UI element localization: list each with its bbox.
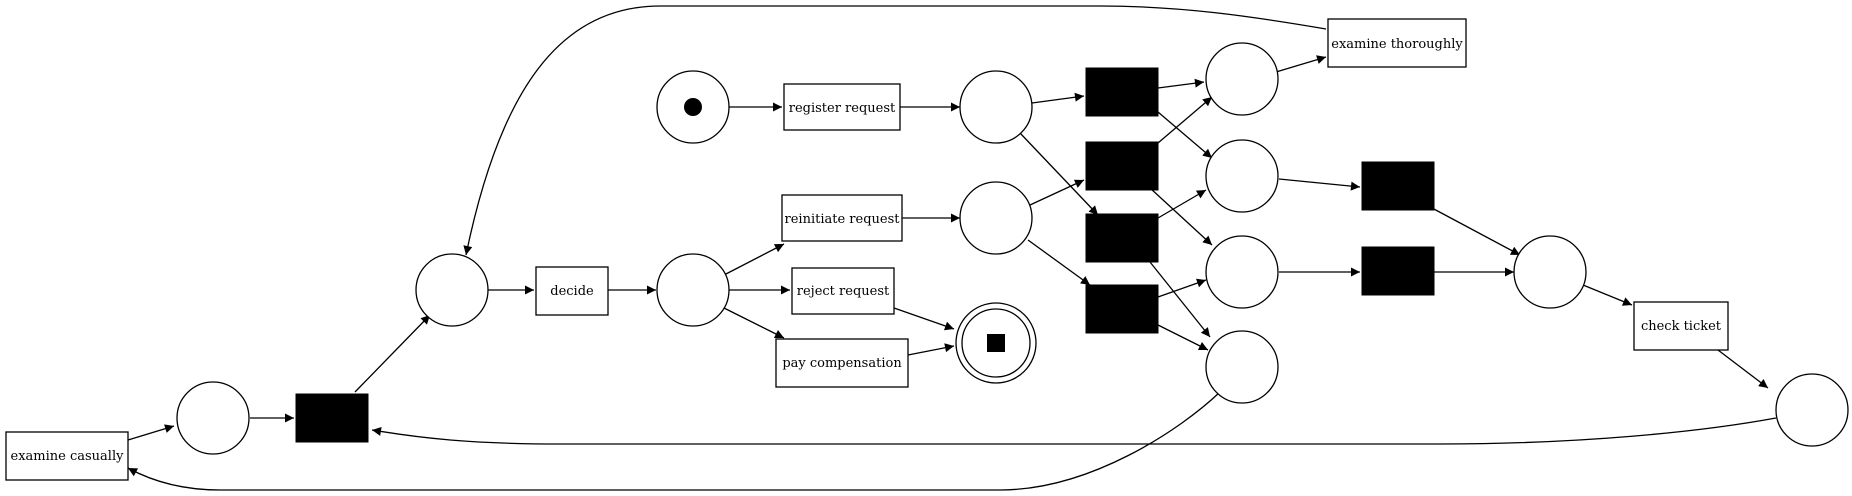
silent-transition-t6[interactable] xyxy=(1361,246,1435,296)
arc-examine-casually-p10 xyxy=(127,424,175,441)
arc-t2-p5 xyxy=(1149,187,1213,246)
place-p2[interactable] xyxy=(959,181,1033,255)
silent-transition-t2[interactable] xyxy=(1085,141,1159,191)
arc-p8-t7 xyxy=(371,417,1777,445)
silent-transition-t5[interactable] xyxy=(1361,161,1435,211)
arc-t3-p4 xyxy=(1157,189,1207,219)
arc-p1-t1 xyxy=(1031,92,1085,104)
arc-t3-p6 xyxy=(1149,261,1211,338)
arc-examine-thoroughly-p9 xyxy=(463,5,1327,256)
silent-transitions xyxy=(295,67,1435,443)
register-request-label: register request xyxy=(789,101,896,116)
transition-check-ticket[interactable]: check ticket xyxy=(1633,301,1729,351)
arc-p1-t3 xyxy=(1019,132,1099,216)
arc-p4-t5 xyxy=(1278,178,1361,191)
silent-transition-t1[interactable] xyxy=(1085,67,1159,117)
initial-token xyxy=(684,98,702,116)
examine-casually-label: examine casually xyxy=(11,449,125,464)
arc-p3-examine-thoroughly xyxy=(1275,55,1327,73)
transition-decide[interactable]: decide xyxy=(535,266,609,316)
transition-reject-request[interactable]: reject request xyxy=(791,267,895,315)
reinitiate-request-label: reinitiate request xyxy=(785,212,901,227)
arc-t7-p9 xyxy=(354,314,431,393)
place-p11[interactable] xyxy=(656,253,730,327)
place-p4[interactable] xyxy=(1205,139,1279,213)
arc-p2-t2 xyxy=(1029,179,1085,206)
transition-reinitiate-request[interactable]: reinitiate request xyxy=(781,194,903,242)
arcs xyxy=(127,5,1777,491)
place-p9[interactable] xyxy=(415,253,489,327)
arc-p2-t4 xyxy=(1027,239,1091,286)
transition-register-request[interactable]: register request xyxy=(783,83,901,131)
arc-pay-sink xyxy=(907,343,955,356)
transition-examine-casually[interactable]: examine casually xyxy=(5,431,129,481)
arc-p11-reinitiate xyxy=(723,243,785,276)
places xyxy=(176,42,1849,455)
arc-p6-examine-casually xyxy=(127,391,1221,491)
transition-pay-compensation[interactable]: pay compensation xyxy=(775,338,909,388)
place-p6[interactable] xyxy=(1205,330,1279,404)
place-p8[interactable] xyxy=(1775,373,1849,447)
arc-t4-p5 xyxy=(1157,278,1207,298)
arc-p7-check-ticket xyxy=(1582,284,1633,306)
place-p7[interactable] xyxy=(1513,235,1587,309)
arc-t1-p4 xyxy=(1157,111,1213,159)
transition-examine-thoroughly[interactable]: examine thoroughly xyxy=(1327,18,1467,68)
check-ticket-label: check ticket xyxy=(1641,319,1722,334)
place-p10[interactable] xyxy=(176,381,250,455)
arc-t4-p6 xyxy=(1157,324,1209,351)
silent-transition-t4[interactable] xyxy=(1085,284,1159,334)
labeled-transitions: register request examine thoroughly rein… xyxy=(5,18,1729,481)
arc-p11-pay xyxy=(721,306,785,339)
silent-transition-t7[interactable] xyxy=(295,393,369,443)
examine-thoroughly-label: examine thoroughly xyxy=(1331,37,1463,52)
silent-transition-t3[interactable] xyxy=(1085,213,1159,263)
arc-reject-sink xyxy=(893,307,955,331)
reject-request-label: reject request xyxy=(797,284,890,299)
arc-t1-p3 xyxy=(1157,78,1205,89)
place-p1[interactable] xyxy=(959,70,1033,144)
place-p5[interactable] xyxy=(1205,235,1279,309)
pay-compensation-label: pay compensation xyxy=(782,356,902,371)
decide-label: decide xyxy=(550,284,594,299)
place-p3[interactable] xyxy=(1205,42,1279,116)
arc-check-ticket-p8 xyxy=(1717,349,1769,389)
final-marker xyxy=(987,334,1005,352)
arc-t2-p3 xyxy=(1157,96,1213,144)
arc-t5-p7 xyxy=(1431,207,1521,256)
